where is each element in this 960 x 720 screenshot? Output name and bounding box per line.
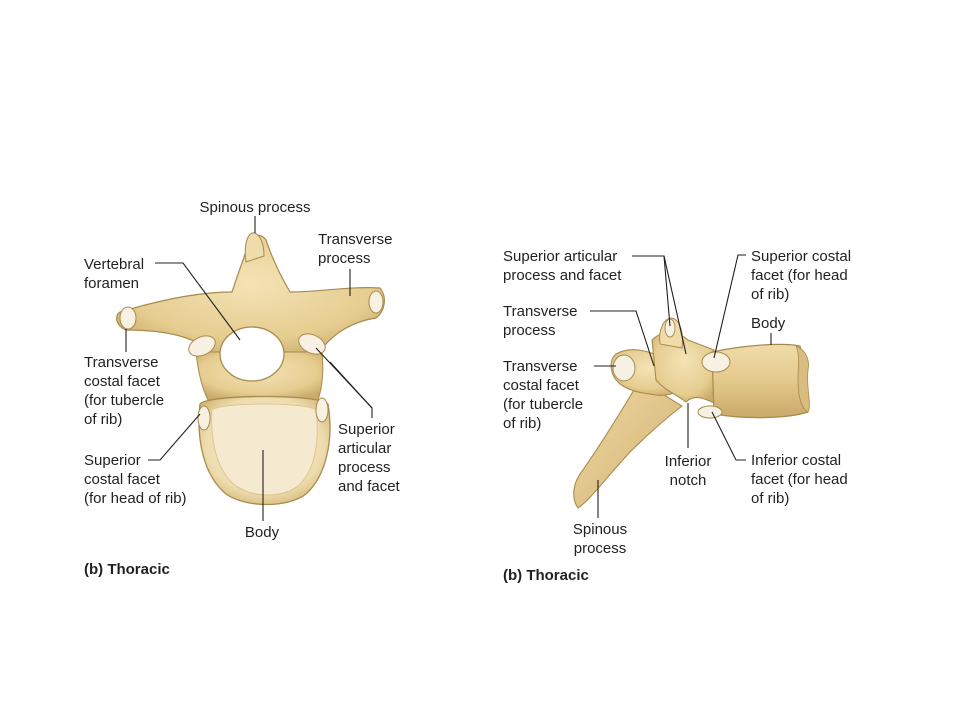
label-superior-articular-process: Superior articular process and facet	[338, 421, 400, 495]
label-lat-spinous-process: Spinous process	[572, 521, 628, 557]
superior-view-spinous-tip	[244, 232, 265, 263]
label-lat-inferior-costal-facet: Inferior costal facet (for head of rib)	[751, 452, 848, 507]
label-transverse-costal-facet: Transverse costal facet (for tubercle of…	[84, 354, 165, 428]
superior-view-leaders	[125, 216, 373, 521]
lateral-view-inferior-costal-facet	[697, 405, 723, 419]
superior-view-articular-facet-left	[188, 335, 216, 357]
leader-lat-superior-costal-facet	[713, 254, 746, 359]
leader-superior-articular-b	[329, 361, 373, 409]
label-lat-body: Body	[751, 315, 786, 332]
label-body: Body	[244, 524, 280, 541]
label-lat-inferior-notch: Inferior notch	[664, 453, 712, 489]
lateral-view-body-end	[795, 345, 810, 413]
label-lat-transverse-process: Transverse process	[503, 303, 578, 339]
lateral-view-superior-costal-facet	[701, 351, 731, 373]
leader-superior-costal-facet	[148, 413, 201, 461]
leader-vertebral-foramen	[155, 262, 241, 341]
leader-lat-inferior-costal-facet	[711, 411, 746, 461]
superior-view-costal-facet-right	[315, 397, 329, 423]
leader-lat-transverse-process	[590, 310, 655, 367]
superior-view-caption: (b) Thoracic	[84, 561, 170, 578]
superior-view-foramen	[219, 326, 285, 382]
label-lat-superior-articular-process: Superior articular process and facet	[503, 248, 622, 284]
lateral-view-transverse-costal-facet	[612, 354, 636, 382]
label-lat-superior-costal-facet: Superior costal facet (for head of rib)	[751, 248, 852, 303]
label-transverse-process: Transverse process	[318, 231, 393, 267]
superior-view-transverse-facet-left	[119, 306, 137, 330]
label-vertebral-foramen: Vertebral foramen	[84, 256, 145, 292]
leader-lat-superior-articular-b	[663, 255, 687, 355]
lateral-view-leaders	[590, 254, 772, 518]
lateral-view-superior-articular-facet	[664, 318, 676, 338]
label-lat-transverse-costal-facet: Transverse costal facet (for tubercle of…	[503, 358, 584, 432]
lateral-view-spinous-process	[573, 379, 683, 509]
superior-view-articular-facet-right	[298, 333, 326, 355]
lateral-view-vertebra	[573, 317, 810, 509]
superior-view-costal-facet-left	[197, 405, 211, 431]
superior-view-vertebra	[116, 232, 385, 506]
superior-view-transverse-facet-right	[368, 290, 384, 314]
leader-lat-superior-articular-a	[632, 255, 671, 327]
lateral-view-caption: (b) Thoracic	[503, 567, 589, 584]
superior-view-body-rim	[211, 403, 318, 496]
label-superior-costal-facet: Superior costal facet (for head of rib)	[84, 452, 187, 507]
label-spinous-process: Spinous process	[199, 199, 311, 216]
